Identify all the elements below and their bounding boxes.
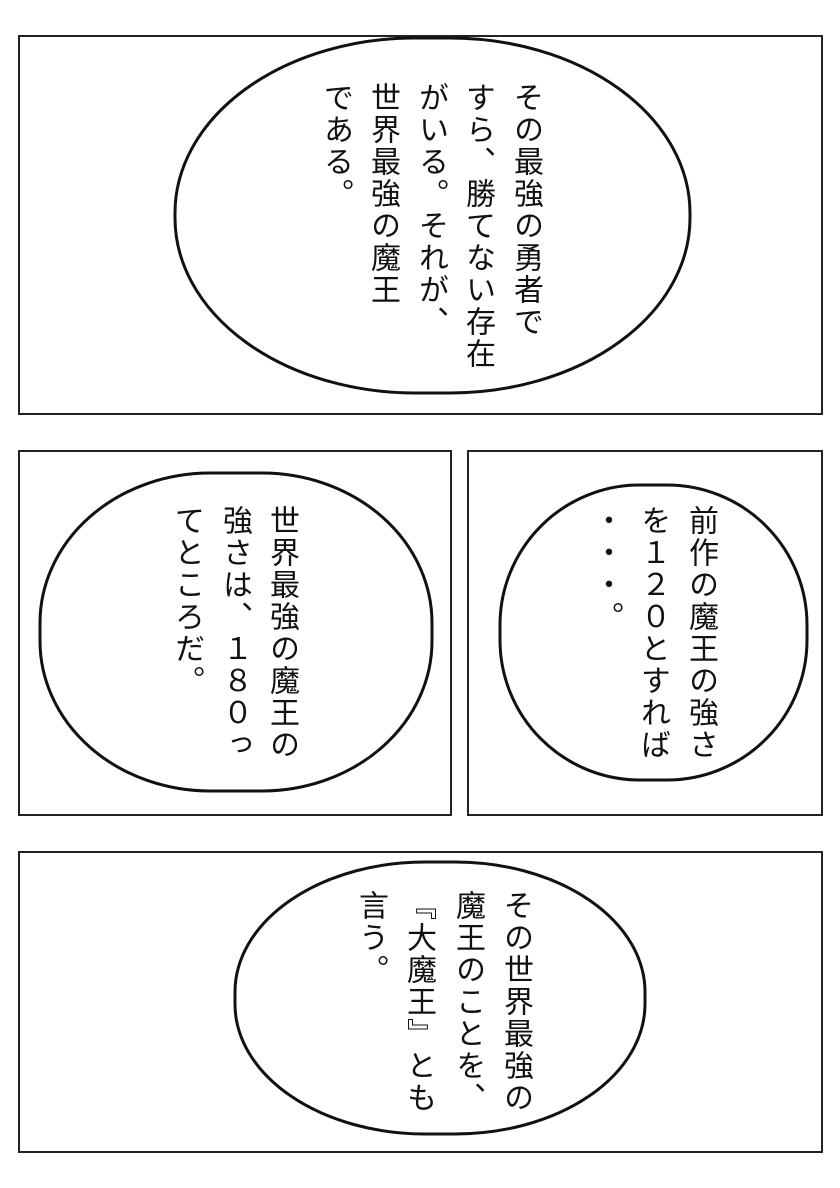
dialogue-line: 強さは、１８０っ [217,505,252,761]
dialogue-line: てところだ。 [169,505,204,697]
speech-bubble-4 [233,860,647,1136]
dialogue-line: 前作の魔王の強さ [683,505,718,761]
dialogue-line: 世界最強の魔王の [264,505,299,761]
dialogue-line: である。 [318,82,353,210]
dialogue-line: その最強の勇者で [508,82,543,338]
dialogue-line: すら、勝てない存在 [460,82,495,370]
dialogue-line: がいる。それが、 [413,82,448,338]
dialogue-line: その世界最強の [498,890,533,1114]
dialogue-line: を１２０とすれば [635,505,670,761]
dialogue-line: 魔王のことを、 [450,890,485,1114]
dialogue-line: 言う。 [353,890,388,986]
speech-bubble-3 [498,483,809,782]
speech-bubble-2 [38,471,434,793]
dialogue-line: ・・・。 [588,505,623,633]
dialogue-line: 世界最強の魔王 [365,82,400,306]
dialogue-line: 『大魔王』とも [401,890,436,1114]
speech-bubble-1 [173,36,692,395]
